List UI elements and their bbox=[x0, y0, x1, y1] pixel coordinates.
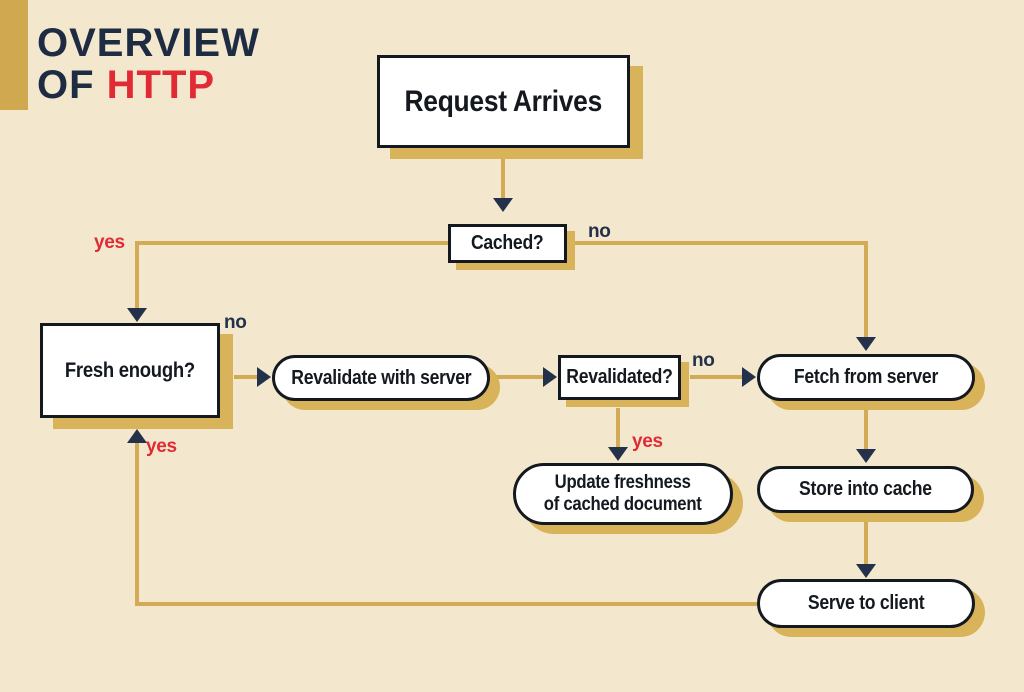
edge-cached-no-v bbox=[864, 241, 868, 339]
arrowhead-revalidated-no bbox=[742, 367, 756, 387]
node-request-arrives: Request Arrives bbox=[377, 55, 630, 148]
edge-serve-loop-v bbox=[135, 443, 139, 606]
title-of: OF bbox=[37, 63, 95, 108]
node-cached-label: Cached? bbox=[471, 232, 544, 254]
node-update-freshness-label: Update freshness of cached document bbox=[544, 471, 702, 515]
edge-revalidated-no bbox=[690, 375, 743, 379]
edge-cached-yes-h bbox=[135, 241, 448, 245]
node-fetch-from-server: Fetch from server bbox=[757, 354, 975, 401]
edge-revalidated-yes bbox=[616, 408, 620, 448]
node-fresh-enough-label: Fresh enough? bbox=[64, 358, 196, 382]
node-fetch-label: Fetch from server bbox=[793, 366, 939, 388]
node-revalidated-label: Revalidated? bbox=[566, 366, 673, 388]
arrowhead-cached-yes bbox=[127, 308, 147, 322]
page-title: OVERVIEW OF HTTP bbox=[37, 22, 260, 107]
arrowhead-fetch-to-store bbox=[856, 449, 876, 463]
title-http: HTTP bbox=[106, 63, 216, 108]
edge-fresh-no bbox=[234, 375, 258, 379]
edge-fetch-to-store bbox=[864, 401, 868, 450]
arrowhead-serve-loop-yes bbox=[127, 429, 147, 443]
node-request-arrives-label: Request Arrives bbox=[404, 84, 603, 118]
edge-cached-no-h bbox=[567, 241, 868, 245]
arrowhead-revalidated-yes bbox=[608, 447, 628, 461]
label-serve-loop-yes: yes bbox=[146, 436, 177, 457]
node-revalidate-label: Revalidate with server bbox=[290, 366, 472, 389]
title-line1: OVERVIEW bbox=[37, 21, 260, 65]
arrowhead-fresh-no bbox=[257, 367, 271, 387]
gold-accent-bar bbox=[0, 0, 28, 110]
edge-revalidate-to-revalidated bbox=[488, 375, 544, 379]
node-revalidate-with-server: Revalidate with server bbox=[272, 355, 490, 401]
node-update-freshness: Update freshness of cached document bbox=[513, 463, 733, 525]
arrowhead-request-to-cached bbox=[493, 198, 513, 212]
arrowhead-cached-no bbox=[856, 337, 876, 351]
node-serve-label: Serve to client bbox=[807, 592, 925, 614]
edge-store-to-serve bbox=[864, 513, 868, 566]
label-cached-no: no bbox=[588, 221, 611, 242]
node-revalidated: Revalidated? bbox=[558, 355, 681, 400]
edge-request-to-cached bbox=[501, 150, 505, 198]
node-store-into-cache: Store into cache bbox=[757, 466, 974, 513]
node-serve-to-client: Serve to client bbox=[757, 579, 975, 628]
edge-serve-loop-h bbox=[135, 602, 757, 606]
title-line2: OF HTTP bbox=[37, 64, 260, 106]
label-revalidated-no: no bbox=[692, 350, 715, 371]
node-store-label: Store into cache bbox=[799, 478, 932, 500]
label-revalidated-yes: yes bbox=[632, 431, 663, 452]
arrowhead-revalidate-to-revalidated bbox=[543, 367, 557, 387]
edge-cached-yes-v bbox=[135, 241, 139, 309]
label-cached-yes: yes bbox=[94, 232, 125, 253]
node-fresh-enough: Fresh enough? bbox=[40, 323, 220, 418]
arrowhead-store-to-serve bbox=[856, 564, 876, 578]
label-fresh-no: no bbox=[224, 312, 247, 333]
node-cached: Cached? bbox=[448, 224, 567, 263]
